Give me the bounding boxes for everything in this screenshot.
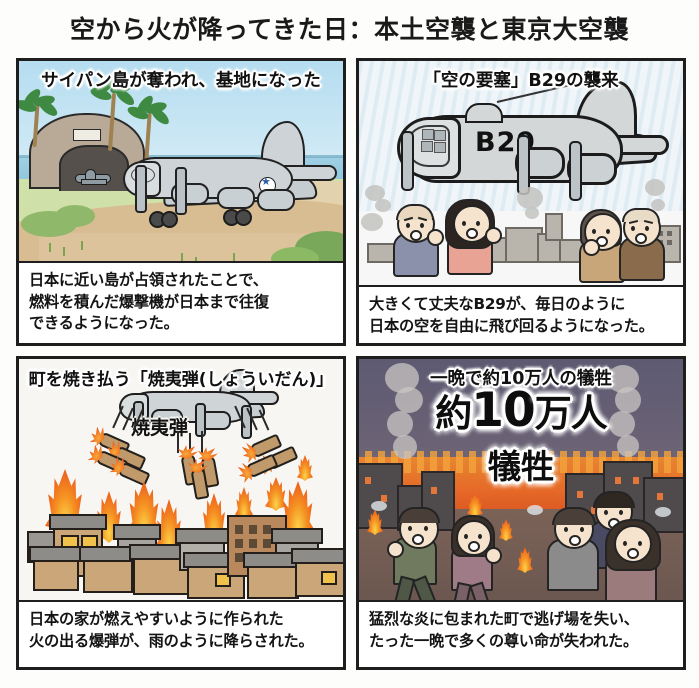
illustration-b29-over-civilians: B29 xyxy=(359,61,683,289)
page-title: 空から火が降ってきた日：本土空襲と東京大空襲 xyxy=(69,15,629,44)
fire-flame xyxy=(499,519,513,541)
bomber-dropping-bombs xyxy=(103,369,283,441)
ash-swirl xyxy=(371,501,387,511)
panel-heading-incendiary: 町を焼き払う「焼夷弾(しょういだん)」 xyxy=(28,370,334,390)
illustration-ruined-burning-city: 約10万人 犠牲 xyxy=(359,359,683,604)
panel-caption-b29: 大きくて丈夫なB29が、毎日のように 日本の空を自由に飛び回るようになった。 xyxy=(359,285,683,343)
caption-line: 日本の家が燃えやすいように作られた xyxy=(29,610,284,628)
illustration-firebombing: 焼夷弾 xyxy=(19,359,343,604)
smoke-plume xyxy=(395,387,423,413)
panel-caption-saipan: 日本に近い島が占領されたことで、 燃料を積んだ爆撃機が日本まで往復 できるように… xyxy=(19,261,343,343)
grass-tuft xyxy=(63,247,65,256)
plane-wheel xyxy=(235,209,252,226)
plane-propeller xyxy=(175,167,187,215)
incendiary-bomb-label: 焼夷弾 xyxy=(131,417,189,439)
smoke-puff xyxy=(651,199,665,211)
house xyxy=(291,548,343,597)
smoke-plume xyxy=(617,435,639,457)
panel-heading-casualties: 一晩で約10万人の犠牲 xyxy=(430,369,612,389)
plane-propeller xyxy=(401,131,414,191)
plane-engine xyxy=(151,409,183,428)
smoke-puff xyxy=(375,199,391,212)
casualty-unit: 万人 xyxy=(534,392,608,435)
plane-propeller xyxy=(517,135,530,195)
casualty-prefix: 約 xyxy=(435,392,472,435)
panel-incendiary-bombs: 焼夷弾 xyxy=(16,356,346,670)
panel-saipan-base: サイパン島が奪われ、基地になった 日本に近い島が占領されたことで、 燃料を積んだ… xyxy=(16,58,346,346)
fire-flame xyxy=(467,493,483,517)
grass-tuft xyxy=(49,243,51,252)
fire-flame xyxy=(235,487,253,519)
caption-line: 大きくて丈夫なB29が、毎日のように xyxy=(369,295,626,313)
hangar-sign xyxy=(73,129,101,141)
caption-line: 燃料を積んだ爆撃機が日本まで往復 xyxy=(29,292,269,311)
b29-bomber-parked xyxy=(111,117,339,249)
ruined-building xyxy=(359,463,403,529)
panel-heading-saipan: サイパン島が奪われ、基地になった xyxy=(41,71,321,91)
motion-streak xyxy=(189,433,191,455)
fire-edge-flames xyxy=(359,451,683,473)
panel-casualties: 約10万人 犠牲 xyxy=(356,356,686,670)
illustration-island-airbase xyxy=(19,61,343,265)
factory-chimney xyxy=(545,213,563,241)
plane-wheel xyxy=(161,211,178,228)
casualty-line-2: 犠牲 xyxy=(488,447,554,486)
caption-line: 火の出る爆弾が、雨のように降らされた。 xyxy=(29,631,314,650)
plane-engine xyxy=(257,189,295,211)
ash-swirl xyxy=(527,505,543,515)
caption-line: たった一晩で多くの尊い命が失われた。 xyxy=(369,631,639,650)
smoke-puff xyxy=(365,185,385,201)
grass-tuft xyxy=(181,253,183,262)
panel-b29-raid: B29 xyxy=(356,58,686,346)
b29-bomber-flying: B29 xyxy=(379,74,669,203)
motion-streak xyxy=(177,431,179,453)
house xyxy=(79,546,137,593)
panel-heading-b29: 「空の要塞」B29の襲来 xyxy=(423,71,619,91)
house xyxy=(29,546,83,591)
plane-propeller xyxy=(195,403,206,437)
casualty-line-1: 約10万人 xyxy=(359,383,683,438)
caption-line: 日本に近い島が占領されたことで、 xyxy=(29,271,268,289)
smoke-plume xyxy=(615,387,641,413)
grass-tuft xyxy=(233,253,235,262)
smoke-puff xyxy=(517,187,543,209)
caption-line: 日本の空を自由に飛び回るようになった。 xyxy=(369,316,654,335)
plane-engine xyxy=(217,187,255,209)
casualty-number: 10 xyxy=(471,383,535,438)
grass-tuft xyxy=(81,241,83,250)
smoke-plume xyxy=(609,411,635,437)
fire-flame xyxy=(517,547,533,573)
caption-line: 猛烈な炎に包まれた町で逃げ場を失い、 xyxy=(369,610,639,628)
plane-propeller xyxy=(135,165,147,213)
panel-caption-casualties: 猛烈な炎に包まれた町で逃げ場を失い、 たった一晩で多くの尊い命が失われた。 xyxy=(359,600,683,667)
plane-propeller xyxy=(569,141,582,201)
smoke-puff xyxy=(361,213,383,231)
bush-icon xyxy=(55,205,95,227)
plane-gun-turret xyxy=(465,103,503,123)
smoke-puff xyxy=(645,179,665,196)
house xyxy=(243,552,303,599)
bush-icon xyxy=(271,247,319,265)
ash-swirl xyxy=(655,507,671,517)
hangar-inner-plane-icon xyxy=(71,169,115,185)
caption-line: できるようになった。 xyxy=(29,314,179,333)
panel-caption-incendiary: 日本の家が燃えやすいように作られた 火の出る爆弾が、雨のように降らされた。 xyxy=(19,600,343,667)
fire-flame xyxy=(265,477,287,511)
fire-flame xyxy=(367,509,383,535)
smoke-plume xyxy=(393,435,417,459)
fire-flame xyxy=(297,455,313,481)
horizon-line xyxy=(19,155,343,158)
smoke-puff xyxy=(525,207,539,219)
motion-streak xyxy=(201,431,203,453)
smoke-plume xyxy=(387,411,413,437)
casualty-overlay-text: 約10万人 犠牲 xyxy=(359,383,683,488)
